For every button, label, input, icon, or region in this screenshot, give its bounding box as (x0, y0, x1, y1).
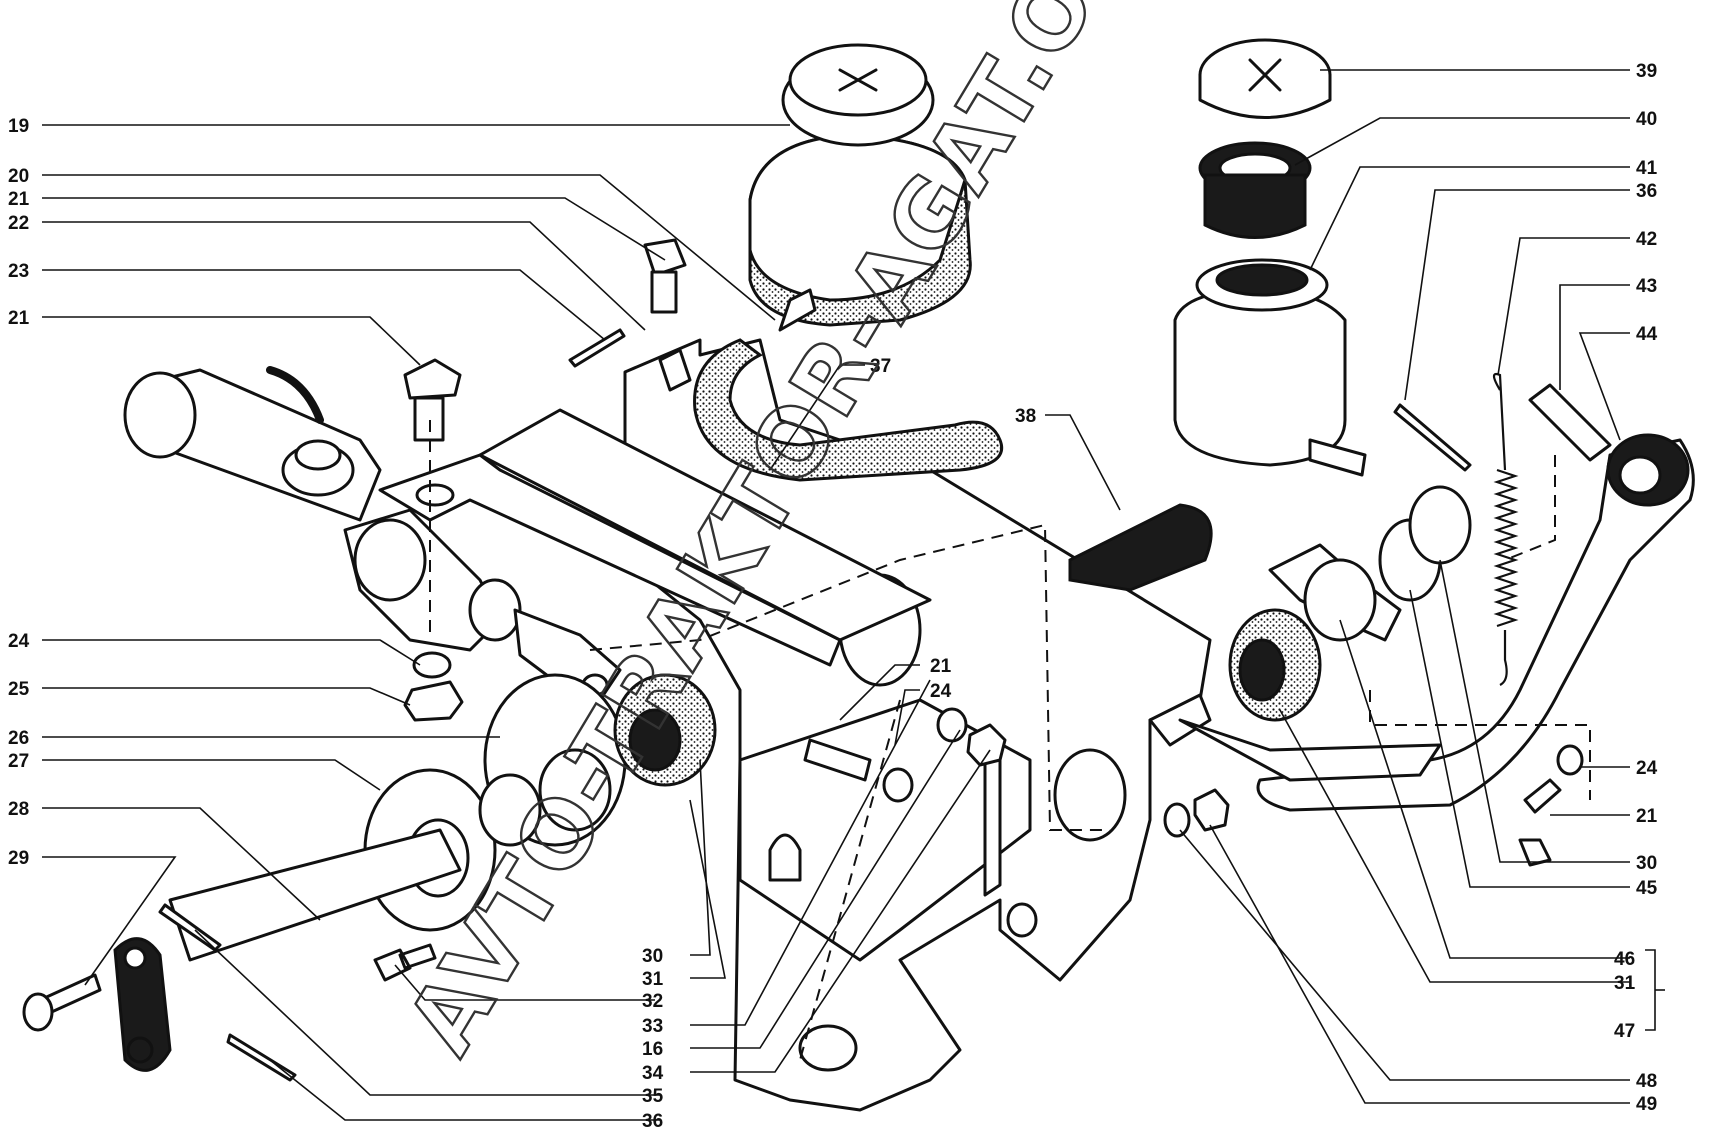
reservoir-right-41 (1173, 258, 1367, 477)
bolt-21-center (803, 738, 872, 782)
callout-35: 35 (642, 1086, 664, 1107)
pedal-shaft (168, 828, 462, 962)
bolt-32 (373, 943, 437, 982)
flange-26 (483, 673, 627, 847)
callouts-bottom: 30 31 32 33 16 34 35 36 (642, 946, 664, 1132)
callout-23: 23 (8, 261, 29, 282)
callout-30: 30 (1636, 853, 1657, 874)
callout-20: 20 (8, 166, 29, 187)
pedal-pad (1068, 503, 1213, 592)
callout-30: 30 (642, 946, 663, 967)
callout-34: 34 (642, 1063, 664, 1084)
spring-42 (1492, 372, 1519, 686)
lever-29 (22, 937, 172, 1072)
leader-lines (42, 69, 1665, 1121)
callout-31: 31 (642, 969, 664, 990)
callout-32: 32 (642, 991, 663, 1012)
callout-43: 43 (1636, 276, 1657, 297)
master-cylinder (123, 366, 622, 702)
callout-29: 29 (8, 848, 29, 869)
nut-center (966, 723, 1007, 767)
hose (693, 338, 1003, 482)
callout-41: 41 (1636, 158, 1658, 179)
cotter-pin-36-right (1393, 403, 1472, 472)
callout-39: 39 (1636, 61, 1657, 82)
callout-25: 25 (8, 679, 30, 700)
reservoir-cap-39 (1198, 38, 1332, 119)
washer-24-right (1556, 744, 1584, 776)
washer-48 (1163, 802, 1191, 838)
bushing-31 (613, 673, 717, 787)
bolt-21-upper (403, 358, 462, 442)
cotter-pin-22 (568, 328, 626, 368)
clamp-31 (1268, 543, 1402, 642)
callout-28: 28 (8, 799, 29, 820)
pin-43 (1528, 383, 1612, 462)
bolt-21-right (1518, 778, 1562, 867)
callout-21: 21 (8, 308, 30, 329)
callout-16: 16 (642, 1039, 663, 1060)
nut-25-left (403, 680, 464, 722)
nut-49 (1193, 788, 1230, 832)
callout-42: 42 (1636, 229, 1657, 250)
callout-47: 47 (1614, 1021, 1635, 1042)
callout-24: 24 (930, 681, 952, 702)
callouts-right: 39 40 41 36 42 43 44 24 21 30 45 46 31 4… (1614, 61, 1658, 1115)
callout-36: 36 (1636, 181, 1657, 202)
callout-38: 38 (1015, 406, 1036, 427)
callouts-left: 19 20 21 22 23 21 24 25 26 27 28 29 (8, 116, 30, 869)
callout-24: 24 (1636, 758, 1658, 779)
callout-36: 36 (642, 1111, 663, 1132)
callout-26: 26 (8, 728, 29, 749)
callout-19: 19 (8, 116, 29, 137)
callout-45: 45 (1636, 878, 1658, 899)
bushing-46 (1228, 608, 1322, 722)
washer-24-center (936, 707, 968, 743)
callout-44: 44 (1636, 324, 1658, 345)
callout-27: 27 (8, 751, 29, 772)
cotter-pin-36 (226, 1033, 297, 1082)
callout-21: 21 (1636, 806, 1658, 827)
callout-49: 49 (1636, 1094, 1657, 1115)
callout-48: 48 (1636, 1071, 1657, 1092)
callout-21: 21 (930, 656, 952, 677)
callout-46: 46 (1614, 949, 1635, 970)
callout-31: 31 (1614, 973, 1636, 994)
callout-40: 40 (1636, 109, 1657, 130)
washer-24-left (412, 651, 452, 679)
callout-21: 21 (8, 189, 30, 210)
callouts-inner: 37 38 21 24 (870, 356, 1036, 702)
callout-22: 22 (8, 213, 29, 234)
reservoir-left (748, 43, 972, 332)
pedal-arm-44 (1178, 433, 1695, 812)
seal-40 (1198, 141, 1312, 239)
washer-45 (1408, 485, 1472, 565)
callout-24: 24 (8, 631, 30, 652)
bracket-arm (378, 408, 932, 667)
callout-33: 33 (642, 1016, 663, 1037)
bolt-23 (643, 238, 687, 314)
callout-37: 37 (870, 356, 891, 377)
